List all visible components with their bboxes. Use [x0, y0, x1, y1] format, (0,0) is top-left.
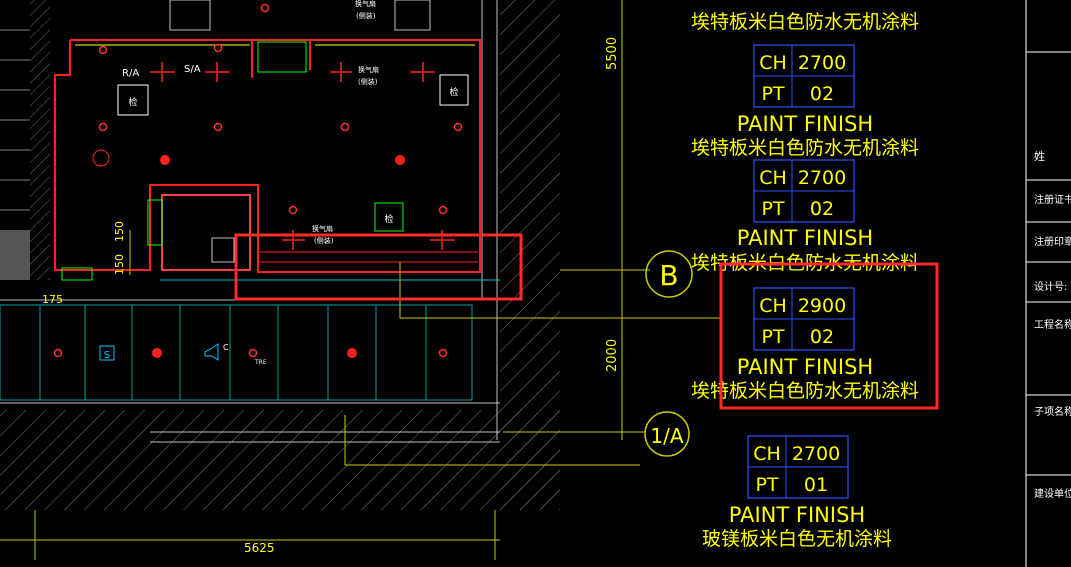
pt-label: PT [761, 326, 784, 348]
finish-desc: 埃特板米白色防水无机涂料 [691, 380, 919, 402]
grid-label-b: B [659, 259, 678, 292]
title-block-project: 工程名称 [1034, 318, 1071, 331]
pt-value: 02 [810, 83, 834, 105]
ch-value: 2700 [792, 443, 840, 465]
fan-sublabel: (侧装) [314, 236, 334, 245]
wall-hatch-left [30, 0, 50, 280]
dim-2000: 2000 [605, 339, 620, 372]
return-air-label: R/A [122, 68, 139, 79]
pt-value: 01 [804, 474, 828, 496]
finish-desc: 玻镁板米白色无机涂料 [702, 528, 892, 550]
fan-label: 换气扇 [312, 224, 333, 233]
speaker-corridor-label: C [223, 343, 229, 352]
ch-label: CH [759, 167, 787, 189]
finish-tag-4: CH 2700 PT 01 PAINT FINISH 玻镁板米白色无机涂料 [702, 435, 892, 550]
title-block-seal: 注册印章 [1034, 235, 1071, 248]
corridor-grid [0, 304, 473, 401]
access-panel-label: 检 [449, 86, 458, 98]
supply-air-label: S/A [184, 64, 201, 75]
spot-lights [152, 155, 405, 358]
ch-label: CH [753, 443, 781, 465]
finish-title: PAINT FINISH [729, 503, 865, 527]
pt-value: 02 [810, 326, 834, 348]
dim-150-b: 150 [113, 254, 126, 275]
access-panel-label: 检 [128, 96, 137, 108]
dim-175: 175 [42, 293, 63, 306]
finish-tag-2: CH 2700 PT 02 PAINT FINISH 埃特板米白色防水无机涂料 [691, 159, 919, 274]
finish-title: PAINT FINISH [737, 355, 873, 379]
ch-value: 2900 [798, 295, 846, 317]
fan-sublabel: (侧装) [358, 77, 378, 86]
title-block-design-no: 设计号: [1034, 280, 1067, 293]
title-block-client: 建设单位 [1034, 487, 1071, 500]
finish-tag-3: CH 2900 PT 02 PAINT FINISH 埃特板米白色防水无机涂料 [691, 287, 919, 402]
pt-label: PT [761, 83, 784, 105]
smoke-detector-icon [99, 345, 115, 361]
title-block [1025, 0, 1071, 567]
speaker-corridor-icon [204, 343, 219, 361]
pt-label: PT [761, 198, 784, 220]
title-block-cert: 注册证书 [1034, 193, 1071, 206]
light-fixtures [53, 3, 463, 358]
pt-value: 02 [810, 198, 834, 220]
fan-label: 换气扇 [358, 65, 379, 74]
wall-hatch-bottom [0, 410, 560, 510]
finish-title: PAINT FINISH [737, 226, 873, 250]
title-block-name: 姓 [1034, 149, 1045, 163]
dimension-lines [0, 0, 720, 560]
finish-desc-top: 埃特板米白色防水无机涂料 [691, 11, 919, 33]
fan-sublabel: (侧装) [356, 11, 376, 20]
dim-150-a: 150 [113, 221, 126, 242]
finish-title: PAINT FINISH [737, 112, 873, 136]
exhaust-fans [150, 62, 455, 250]
grid-bubble-1a [644, 411, 690, 457]
ch-label: CH [759, 52, 787, 74]
highlight-box-corridor [234, 233, 523, 301]
ch-label: CH [759, 295, 787, 317]
title-block-subitem: 子项名称 [1034, 405, 1071, 418]
access-panels [117, 74, 469, 232]
pt-label: PT [755, 474, 778, 496]
dim-5500: 5500 [605, 37, 620, 70]
left-dark-block [0, 230, 30, 280]
finish-desc: 埃特板米白色防水无机涂料 [691, 137, 919, 159]
smoke-detector-label: S [104, 350, 110, 361]
grid-bubble-b [645, 250, 693, 298]
finish-tag-1: CH 2700 PT 02 PAINT FINISH 埃特板米白色防水无机涂料 [691, 44, 919, 159]
access-panel-label: 检 [384, 213, 393, 225]
grid-label-1a: 1/A [650, 424, 683, 448]
tre-label: TRE [254, 359, 267, 366]
speaker-icon [92, 149, 110, 167]
highlight-box-finish-tag [719, 262, 939, 410]
left-wall-lines [0, 29, 30, 241]
ch-value: 2700 [798, 167, 846, 189]
ch-value: 2700 [798, 52, 846, 74]
dim-5625: 5625 [244, 541, 275, 555]
fan-label: 换气扇 [355, 0, 376, 8]
